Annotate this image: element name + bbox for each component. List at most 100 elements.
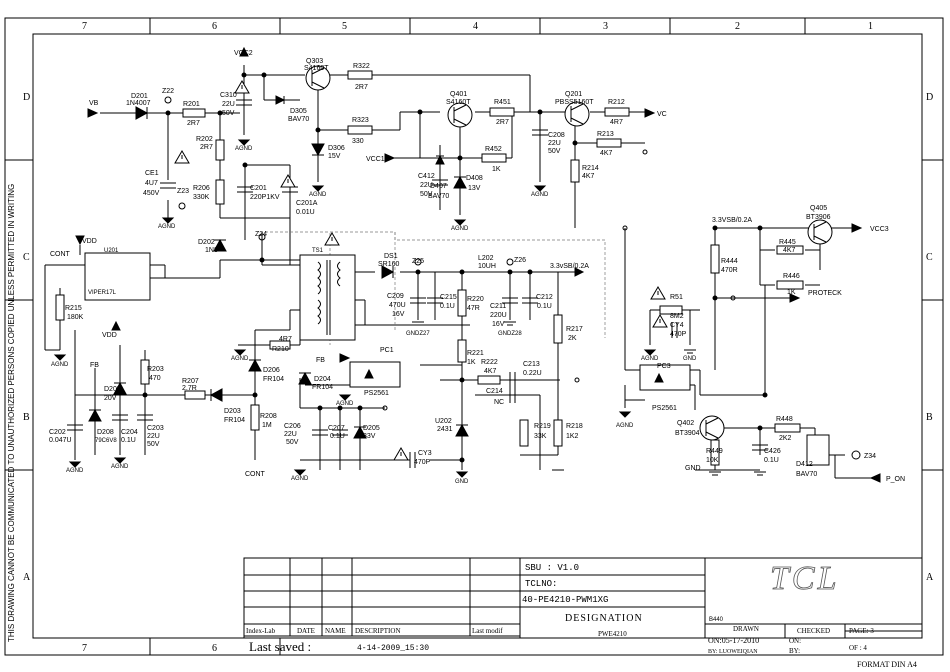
rev-header-date: DATE [297, 627, 315, 635]
label-z23: Z23 [177, 188, 189, 195]
value-r322: 2R7 [355, 84, 368, 91]
label-c207: C207 [328, 425, 345, 432]
gnd-label-7: AGND [66, 468, 84, 474]
net-proteck: PROTECK [808, 290, 842, 297]
value-d407: BAV70 [428, 193, 449, 200]
label-r212: R212 [608, 99, 625, 106]
value-c212: 0.1U [537, 303, 552, 310]
net-vb: VB [89, 100, 99, 107]
value-r51: 8M2 [670, 313, 684, 320]
value-c211-cap: 220U [490, 312, 507, 319]
label-r451: R451 [494, 99, 511, 106]
net-fb-2: FB [316, 357, 325, 364]
label-c201a: C201A [296, 200, 318, 207]
value-d207: 20V [104, 395, 117, 402]
gnd-label-2: AGND [235, 146, 253, 152]
designation-label: DESIGNATION [565, 613, 643, 624]
label-ds1: DS1 [384, 253, 398, 260]
page-number: PAGE: 3 [849, 627, 874, 635]
net-vc: VC [657, 111, 667, 118]
label-r222: R222 [481, 359, 498, 366]
value-d204: FR104 [312, 384, 333, 391]
value-c201: 220P1KV [250, 194, 280, 201]
net-fb: FB [90, 362, 99, 369]
label-r444: R444 [721, 258, 738, 265]
value-r219: 33K [534, 433, 547, 440]
label-cy4: CY4 [670, 322, 684, 329]
row-label-c: C [23, 252, 30, 263]
row-label-a: A [23, 572, 31, 583]
label-d202: D202 [198, 239, 215, 246]
net-3v3sb-a: 3.3vSB/0.2A [550, 263, 589, 270]
value-r444: 470R [721, 267, 738, 274]
value-r208: 1M [262, 422, 272, 429]
label-r203: R203 [147, 366, 164, 373]
value-c206-volt: 50V [286, 439, 299, 446]
label-r207: R207 [182, 378, 199, 385]
resistor-symbols [182, 70, 804, 433]
value-c310-cap: 22U [222, 101, 235, 108]
label-r220: R220 [467, 296, 484, 303]
col-label-7: 7 [82, 21, 87, 32]
label-r201: R201 [183, 101, 200, 108]
label-u202: U202 [435, 418, 452, 425]
value-r445: 4K7 [783, 247, 796, 254]
value-r214: 4K7 [582, 173, 595, 180]
row-label-a-right: A [926, 572, 934, 583]
gnd-label-12: GND [455, 479, 469, 485]
label-d203: D203 [224, 408, 241, 415]
value-c201a: 0.01U [296, 209, 315, 216]
value-r451: 2R7 [496, 119, 509, 126]
tclno-label: TCLNO: [525, 579, 557, 589]
label-z24: Z24 [255, 231, 267, 238]
value-ce1-volt: 450V [143, 190, 160, 197]
label-c213: C213 [523, 361, 540, 368]
capacitor-symbols [67, 99, 768, 468]
label-d207: D207 [104, 386, 121, 393]
drawn-by: BY: LUOWEIQIAN [708, 649, 758, 655]
value-d208: 79C6V8 [95, 438, 117, 444]
label-r452: R452 [485, 146, 502, 153]
value-c412-volt: 50V [420, 191, 433, 198]
label-u201: U201 [104, 248, 119, 254]
gnd-label-6: AGND [51, 362, 69, 368]
label-d305: D305 [290, 108, 307, 115]
label-c426: C426 [764, 448, 781, 455]
net-vdd: VDD [82, 238, 97, 245]
checked-on: ON: [789, 637, 801, 645]
label-d306: D306 [328, 145, 345, 152]
label-z34: Z34 [864, 453, 876, 460]
label-r448: R448 [776, 416, 793, 423]
top-ruler [5, 18, 943, 655]
label-z22: Z22 [162, 88, 174, 95]
value-r213: 4K7 [600, 150, 613, 157]
gnd-label-13: AGND [641, 356, 659, 362]
value-r222: 4K7 [484, 368, 497, 375]
label-c214: C214 [486, 388, 503, 395]
value-d306: 15V [328, 153, 341, 160]
value-d408: 13V [468, 185, 481, 192]
value-cy3: 470P [414, 459, 431, 466]
label-d412: D412 [796, 461, 813, 468]
value-c214: NC [494, 399, 504, 406]
inner-border [32, 33, 923, 639]
label-ce1: CE1 [145, 170, 159, 177]
value-u201: VIPER17L [88, 290, 117, 296]
value-pc1: PS2561 [364, 390, 389, 397]
checked-by: BY: [789, 647, 800, 655]
label-r217: R217 [566, 326, 583, 333]
label-r449: R449 [706, 448, 723, 455]
value-r202: 2R7 [200, 144, 213, 151]
label-pc1: PC1 [380, 347, 394, 354]
label-c215: C215 [440, 294, 457, 301]
value-d305: BAV70 [288, 116, 309, 123]
label-c211: C211 [490, 303, 506, 310]
confidentiality-note: THIS DRAWING CANNOT BE COMMUNICATED TO U… [7, 184, 16, 642]
net-cont-2: CONT [245, 471, 266, 478]
value-c310-volt: 50V [222, 110, 235, 117]
label-r210: R210 [272, 346, 289, 353]
col-label-4: 4 [473, 21, 478, 32]
checked-label: CHECKED [797, 627, 830, 635]
value-r449: 10K [706, 457, 719, 464]
value-r217: 2K [568, 335, 577, 342]
